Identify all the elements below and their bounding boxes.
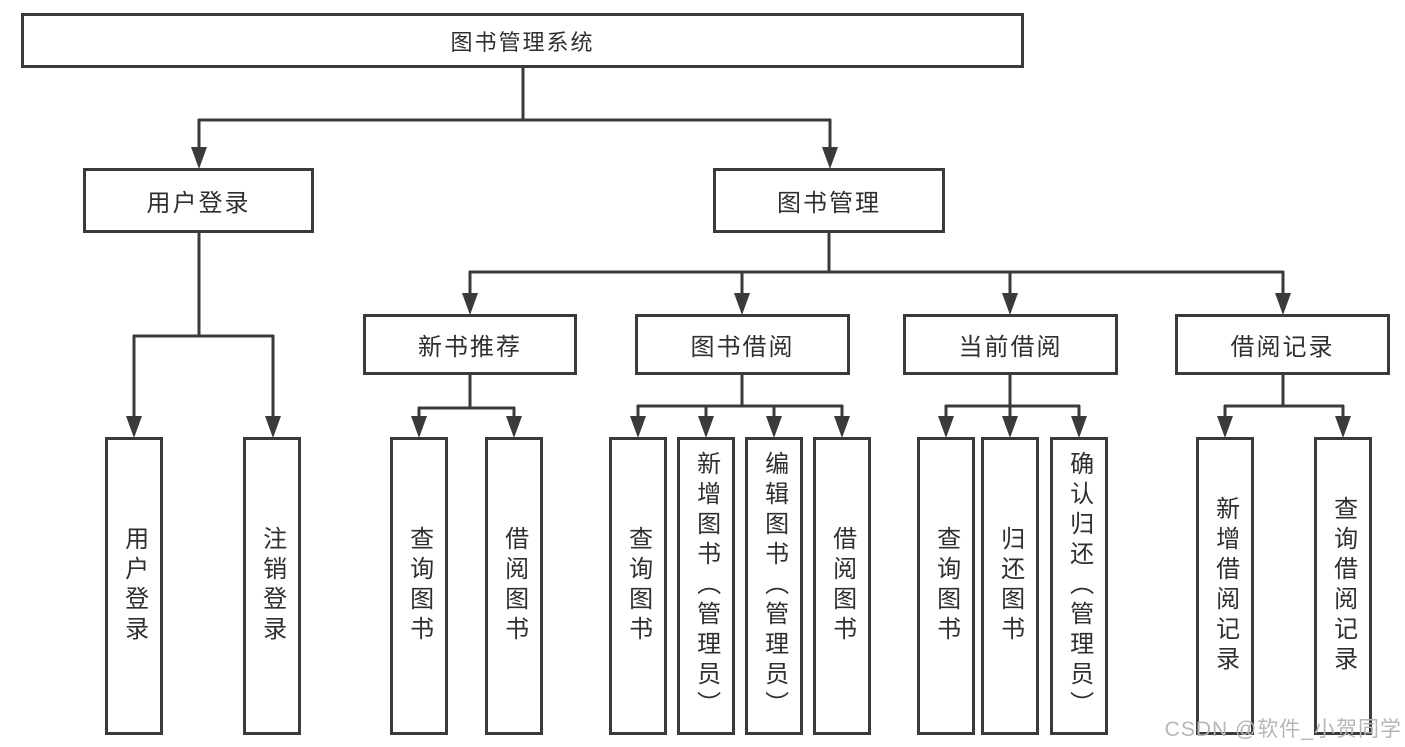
arrowhead (834, 416, 850, 438)
node-user-login: 用户登录 (83, 168, 314, 233)
node-library-management-system: 图书管理系统 (21, 13, 1024, 68)
node-label: 查询借阅记录 (1329, 496, 1357, 676)
node-borrow-records: 借阅记录 (1175, 314, 1390, 375)
arrowhead (1071, 416, 1087, 438)
csdn-watermark: CSDN @软件_小贺同学 (1164, 718, 1402, 741)
arrowhead (462, 293, 478, 315)
node-leaf-borrow-books-recommend: 借阅图书 (485, 437, 543, 735)
arrowhead (1002, 416, 1018, 438)
arrowhead (1217, 416, 1233, 438)
node-leaf-user-login: 用户登录 (105, 437, 163, 735)
node-label: 用户登录 (120, 526, 148, 646)
arrowhead (411, 416, 427, 438)
node-leaf-return-books: 归还图书 (981, 437, 1039, 735)
node-label: 借阅图书 (500, 526, 528, 646)
arrowhead (1335, 416, 1351, 438)
arrowhead (1002, 293, 1018, 315)
arrowhead (1275, 293, 1291, 315)
connector-current-borrow-to-leaves (938, 375, 1087, 438)
node-label: 查询图书 (624, 526, 652, 646)
node-leaf-logout: 注销登录 (243, 437, 301, 735)
node-leaf-add-books-admin: 新增图书（管理员） (677, 437, 735, 735)
arrowhead (734, 293, 750, 315)
node-label: 新增图书（管理员） (692, 451, 720, 721)
connector-borrow-records-to-leaves (1217, 375, 1351, 438)
node-leaf-query-books-recommend: 查询图书 (390, 437, 448, 735)
connector-user-login-to-leaves (126, 233, 281, 438)
arrowhead (698, 416, 714, 438)
node-leaf-confirm-return-admin: 确认归还（管理员） (1050, 437, 1108, 735)
arrowhead (191, 147, 207, 169)
node-leaf-add-borrow-record: 新增借阅记录 (1196, 437, 1254, 735)
arrowhead (938, 416, 954, 438)
node-label: 查询图书 (932, 526, 960, 646)
node-book-borrow: 图书借阅 (635, 314, 850, 375)
node-label: 借阅图书 (828, 526, 856, 646)
node-leaf-query-books-borrow: 查询图书 (609, 437, 667, 735)
arrowhead (506, 416, 522, 438)
arrowhead (126, 416, 142, 438)
node-label: 查询图书 (405, 526, 433, 646)
arrowhead (766, 416, 782, 438)
connector-new-book-recommend-to-leaves (411, 375, 522, 438)
node-new-book-recommend: 新书推荐 (363, 314, 577, 375)
node-label: 确认归还（管理员） (1065, 451, 1093, 721)
node-label: 注销登录 (258, 526, 286, 646)
node-label: 编辑图书（管理员） (760, 451, 788, 721)
node-leaf-borrow-books: 借阅图书 (813, 437, 871, 735)
node-label: 归还图书 (996, 526, 1024, 646)
arrowhead (822, 147, 838, 169)
node-leaf-query-borrow-record: 查询借阅记录 (1314, 437, 1372, 735)
node-label: 新增借阅记录 (1211, 496, 1239, 676)
connector-book-management-to-level3 (462, 233, 1291, 315)
connector-root-to-level2 (191, 68, 838, 169)
node-current-borrow: 当前借阅 (903, 314, 1118, 375)
connector-book-borrow-to-leaves (630, 375, 850, 438)
arrowhead (265, 416, 281, 438)
arrowhead (630, 416, 646, 438)
node-book-management: 图书管理 (713, 168, 945, 233)
node-leaf-edit-books-admin: 编辑图书（管理员） (745, 437, 803, 735)
node-leaf-query-books-current: 查询图书 (917, 437, 975, 735)
